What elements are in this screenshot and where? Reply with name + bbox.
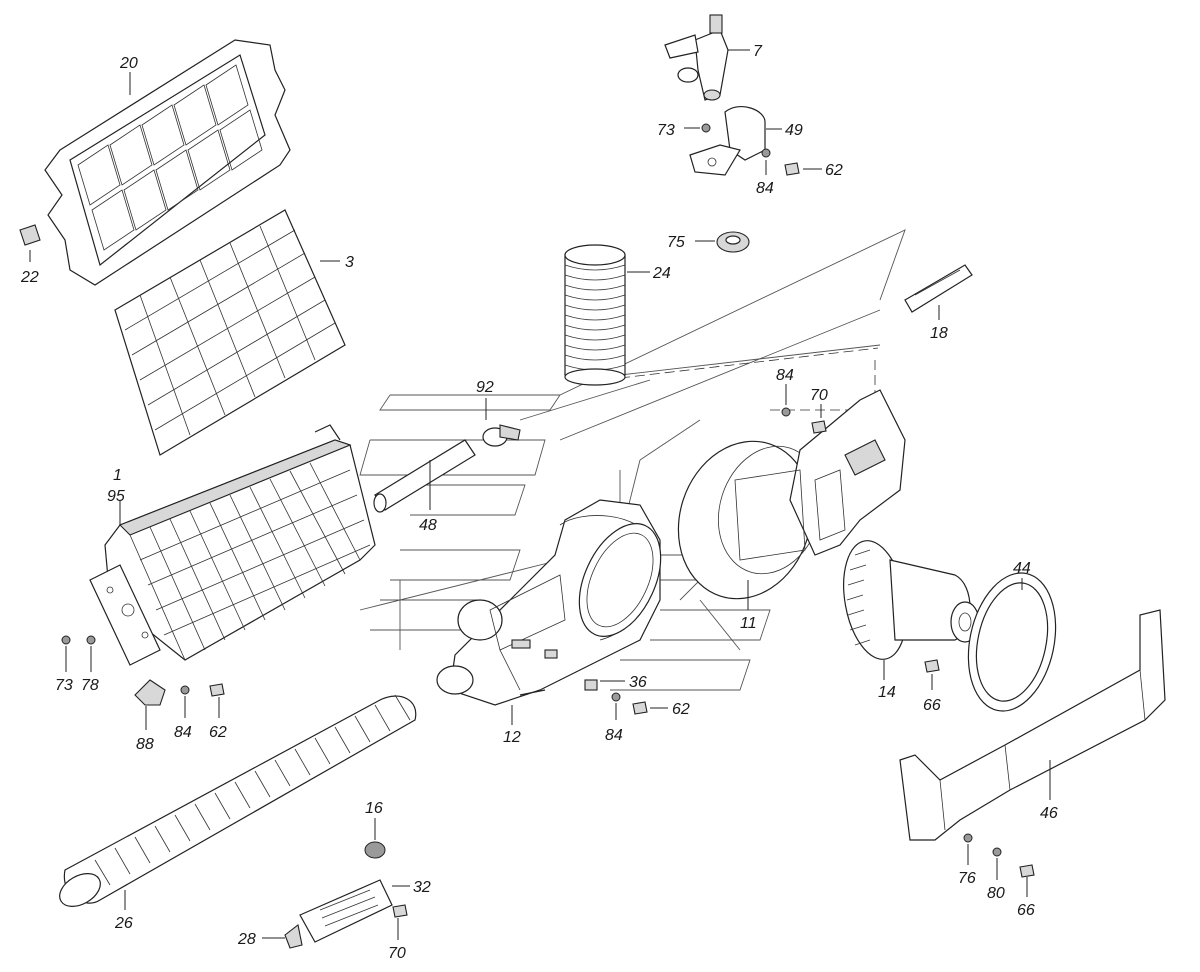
callout-49: 49: [785, 122, 803, 139]
part-48-tube: [373, 439, 476, 513]
part-22-clip: [19, 224, 41, 246]
screw-62-lower: [632, 701, 648, 715]
callout-62-left: 62: [209, 724, 227, 741]
callout-26: 26: [114, 915, 133, 932]
callout-labels: 1 95 3 20 22 7 49 73 62 84 75 24 18 92 4…: [20, 43, 1058, 962]
callout-88: 88: [136, 736, 154, 753]
leader-lines: [29, 49, 1051, 940]
part-49-bracket: [689, 106, 766, 176]
washer-84-left: [180, 685, 190, 695]
part-12-housing: [436, 499, 662, 706]
washer-84-lower: [611, 692, 621, 702]
part-3-mesh-filter: [114, 209, 346, 456]
callout-44: 44: [1013, 560, 1031, 577]
part-7-valve: [664, 14, 729, 101]
callout-84-top: 84: [756, 180, 774, 197]
callout-3: 3: [345, 254, 354, 271]
fasteners: [61, 123, 1035, 918]
callout-84-left: 84: [174, 724, 192, 741]
callout-92: 92: [476, 379, 494, 396]
callout-73-top: 73: [657, 122, 675, 139]
part-32-plate: [299, 879, 393, 943]
callout-1: 1: [113, 467, 122, 484]
callout-22: 22: [20, 269, 39, 286]
callout-76: 76: [958, 870, 976, 887]
callout-12: 12: [503, 729, 521, 746]
clip-36: [584, 679, 598, 691]
callout-28: 28: [237, 931, 256, 948]
part-44-gasket: [967, 572, 1057, 712]
callout-62-top: 62: [825, 162, 843, 179]
screw-66-bottom: [1019, 864, 1035, 878]
callout-14: 14: [878, 684, 896, 701]
callout-75: 75: [667, 234, 685, 251]
washer-84-mid: [781, 407, 791, 417]
callout-95: 95: [107, 488, 125, 505]
callout-16: 16: [365, 800, 383, 817]
screw-70-mid: [811, 420, 827, 434]
callout-84-mid: 84: [776, 367, 794, 384]
part-28-clip: [284, 924, 303, 949]
part-14-fan: [843, 540, 980, 660]
part-20-filter-frame: [44, 39, 291, 286]
washer-78-left: [86, 635, 96, 645]
callout-80: 80: [987, 885, 1005, 902]
callout-84-lower: 84: [605, 727, 623, 744]
callout-11: 11: [740, 615, 757, 632]
nut-73-top: [701, 123, 711, 133]
callout-32: 32: [413, 879, 431, 896]
callout-73-left: 73: [55, 677, 73, 694]
callout-66-bottom: 66: [1017, 902, 1035, 919]
callout-70-mid: 70: [810, 387, 828, 404]
screw-62-left: [209, 683, 225, 697]
callout-66-fan: 66: [923, 697, 941, 714]
part-75-nut: [716, 231, 750, 253]
callout-7: 7: [753, 43, 763, 60]
part-11-housing: [677, 389, 906, 600]
screw-66-fan: [924, 659, 940, 673]
part-16-grommet: [364, 841, 386, 859]
callout-46: 46: [1040, 805, 1058, 822]
part-1-radiator: [89, 424, 376, 666]
washer-80: [992, 847, 1002, 857]
washer-76: [963, 833, 973, 843]
part-18-seal-strip: [904, 264, 973, 313]
part-46-shroud: [899, 609, 1166, 841]
screw-70-bottom: [392, 904, 408, 918]
callout-62-lower: 62: [672, 701, 690, 718]
part-26-hose: [59, 694, 417, 907]
callout-48: 48: [419, 517, 437, 534]
screw-62-top: [784, 162, 800, 176]
nut-73-left: [61, 635, 71, 645]
callout-24: 24: [652, 265, 671, 282]
callout-36: 36: [629, 674, 647, 691]
washer-84-top: [761, 148, 771, 158]
callout-20: 20: [119, 55, 138, 72]
callout-70-bottom: 70: [388, 945, 406, 962]
part-92-clamp: [482, 424, 521, 447]
callout-78: 78: [81, 677, 99, 694]
callout-18: 18: [930, 325, 948, 342]
part-88-bracket: [134, 679, 166, 706]
part-24-hose: [564, 244, 626, 386]
